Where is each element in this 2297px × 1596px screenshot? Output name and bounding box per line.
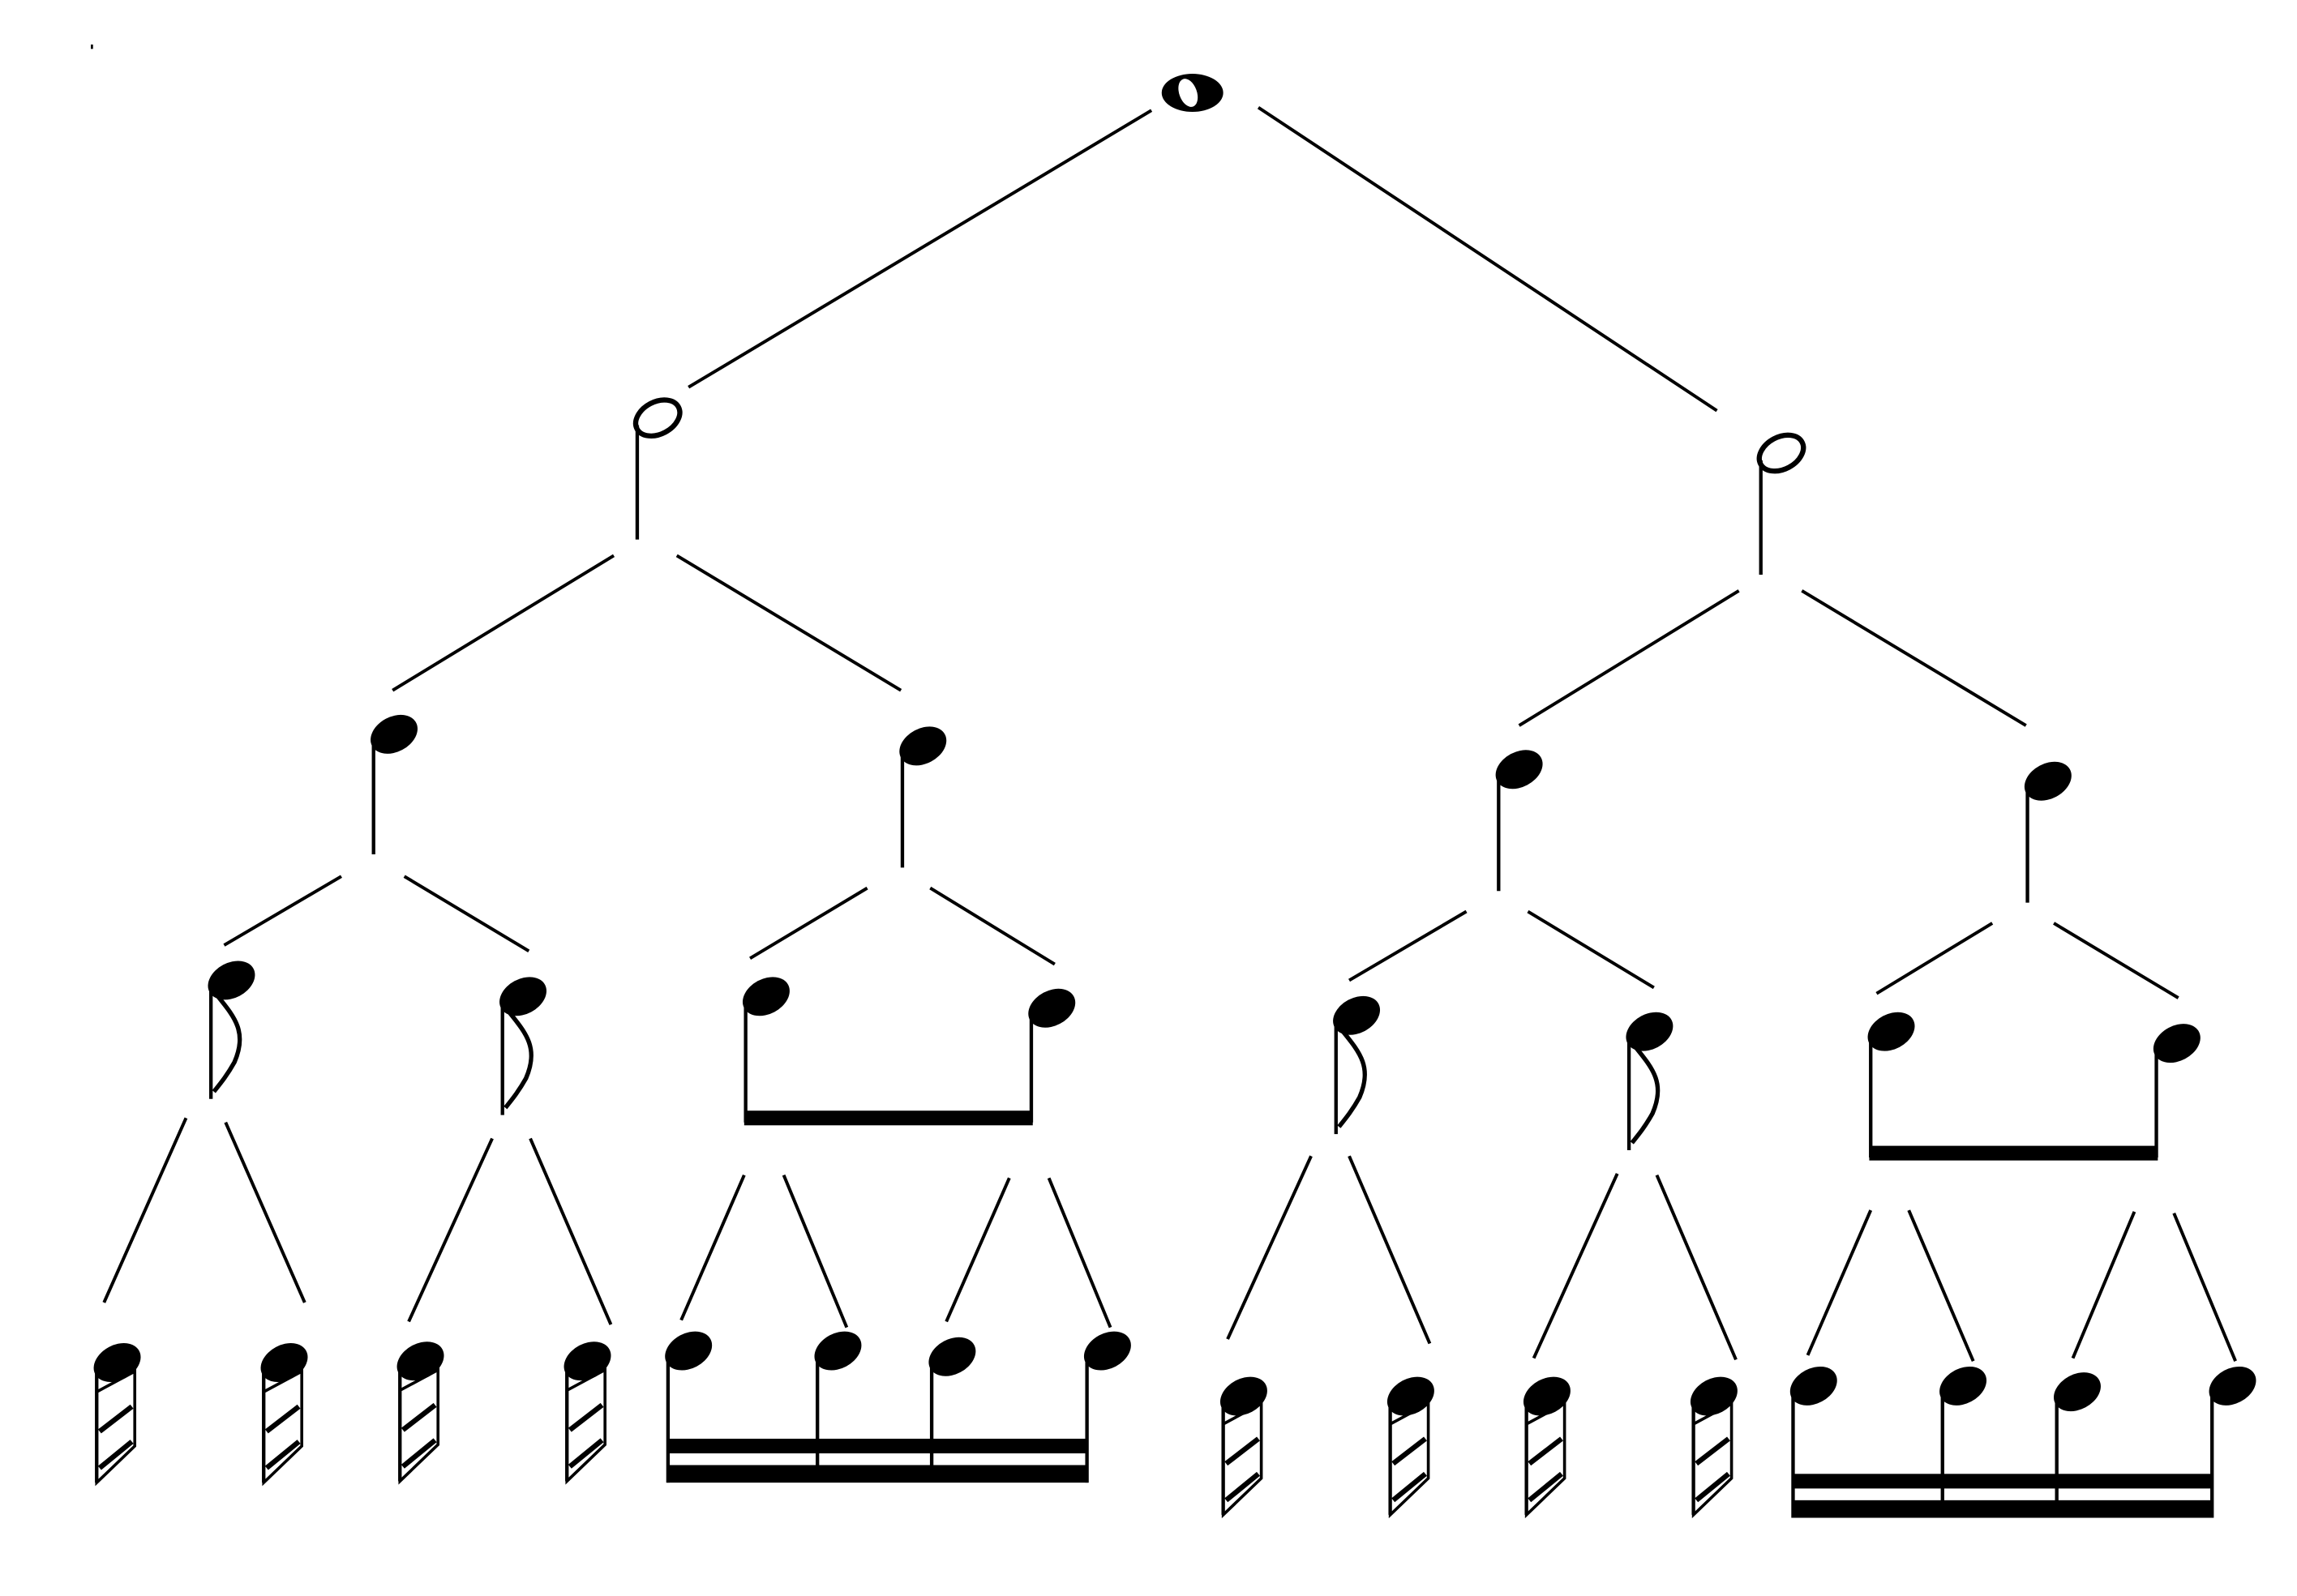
connector-line: [1655, 1174, 1738, 1361]
sixteenth-note-icon: [1213, 1368, 1275, 1519]
beam: [666, 1438, 1089, 1454]
connector-line: [1348, 909, 1468, 982]
beam: [666, 1465, 1089, 1483]
quarter-note-icon: [363, 707, 425, 855]
connector-line: [688, 109, 1153, 389]
eighth-note-icon: [1619, 1004, 1680, 1151]
sixteenth-note-icon: [254, 1335, 315, 1487]
eighth-note-icon: [492, 969, 554, 1115]
connector-line: [782, 1174, 849, 1329]
eighth-note-icon: [1326, 988, 1387, 1135]
beam: [744, 1110, 1033, 1126]
beam: [1869, 1145, 2158, 1161]
sixteenth-note-icon: [1516, 1368, 1578, 1519]
connector-line: [102, 1117, 188, 1303]
sixteenth-note-icon: [557, 1333, 618, 1485]
half-note-icon: [1756, 432, 1806, 575]
connector-line: [392, 554, 615, 692]
connector-line: [1527, 909, 1655, 990]
whole-note-icon: [1161, 74, 1223, 113]
connector-line: [1801, 589, 2027, 727]
sixteenth-note-icon: [87, 1335, 148, 1487]
connector-line: [2053, 922, 2179, 999]
connector-line: [749, 886, 868, 961]
beam: [1791, 1474, 2214, 1489]
connector-line: [929, 886, 1056, 966]
connector-line: [2172, 1212, 2237, 1362]
connector-line: [1518, 589, 1740, 727]
connector-line: [529, 1137, 613, 1325]
beam: [1791, 1500, 2214, 1518]
connector-line: [945, 1177, 1011, 1323]
quarter-note-icon: [2017, 754, 2079, 903]
connector-line: [224, 1121, 306, 1303]
quarter-note-icon: [1489, 742, 1549, 892]
connector-line: [1875, 922, 1994, 995]
half-note-icon: [632, 397, 683, 540]
connector-line: [1257, 105, 1718, 413]
connector-line: [403, 875, 530, 953]
stray-mark: [91, 44, 93, 49]
connector-line: [1348, 1155, 1432, 1345]
connector-line: [1532, 1173, 1619, 1359]
beamed-eighth-pair: [1861, 1004, 2208, 1161]
connector-line: [2071, 1211, 2136, 1359]
beamed-eighth-pair: [735, 969, 1082, 1126]
quarter-note-icon: [892, 718, 954, 868]
sixteenth-note-icon: [1380, 1368, 1442, 1519]
connector-line: [1907, 1209, 1975, 1362]
connector-line: [223, 875, 342, 947]
connector-line: [675, 554, 902, 692]
connector-line: [1047, 1177, 1112, 1329]
beamed-sixteenth-group: [658, 1323, 1138, 1483]
connector-line: [407, 1137, 494, 1323]
eighth-note-icon: [201, 952, 262, 1099]
connector-line: [1226, 1155, 1313, 1340]
beamed-sixteenth-group: [1783, 1359, 2263, 1518]
sixteenth-note-icon: [390, 1333, 451, 1485]
sixteenth-note-icon: [1683, 1368, 1745, 1519]
connector-line: [1806, 1209, 1873, 1356]
tree-connectors: [102, 105, 2237, 1362]
connector-line: [679, 1174, 746, 1321]
